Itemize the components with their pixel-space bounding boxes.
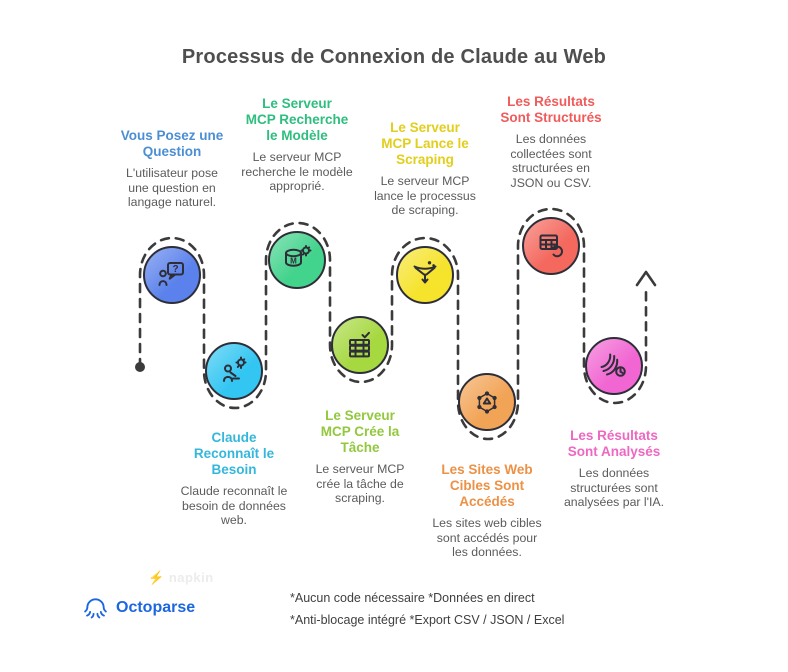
footer-note-line-2: *Anti-blocage intégré *Export CSV / JSON… [290,613,565,627]
dashed-flow-line [138,207,648,441]
step-5-circle [396,246,454,304]
flow-end-arrow-icon [635,270,657,287]
step-6-heading: Les Sites Web Cibles Sont Accédés [441,462,533,509]
step-8-circle [585,337,643,395]
person-gear-icon [223,356,247,382]
step-4-heading: Le Serveur MCP Crée la Tâche [320,408,400,455]
step-3-heading: Le Serveur MCP Recherche le Modèle [245,96,349,143]
step-1-circle: ? [143,246,201,304]
step-5-description: Le serveur MCP lance le processus de scr… [374,174,476,217]
step-6-circle [458,373,516,431]
step-6-text: Les Sites Web Cibles Sont Accédés Les si… [427,462,547,560]
step-5-heading: Le Serveur MCP Lance le Scraping [381,120,469,167]
step-3-description: Le serveur MCP recherche le modèle appro… [241,150,353,193]
page-title: Processus de Connexion de Claude au Web [181,46,607,68]
step-8-description: Les données structurées sont analysées p… [563,466,665,509]
svg-text:M: M [290,257,297,266]
database-gear-icon: M [285,245,312,267]
server-check-icon [349,331,370,358]
watermark: ⚡ napkin [148,570,214,585]
step-7-text: Les Résultats Sont Structurés Les donnée… [491,94,611,190]
step-1-text: Vous Posez une Question L'utilisateur po… [112,128,232,210]
step-2-description: Claude reconnaît le besoin de données we… [180,484,288,527]
svg-text:?: ? [172,264,178,275]
funnel-icon [413,261,437,284]
step-7-description: Les données collectées sont structurées … [510,132,592,190]
step-1-description: L'utilisateur pose une question en langa… [126,166,218,209]
step-4-text: Le Serveur MCP Crée la Tâche Le serveur … [300,408,420,506]
table-sync-icon [539,234,563,258]
step-7-heading: Les Résultats Sont Structurés [500,94,602,125]
step-3-text: Le Serveur MCP Recherche le Modèle Le se… [237,96,357,194]
spark-icon: ⚡ [148,570,165,585]
step-5-text: Le Serveur MCP Lance le Scraping Le serv… [365,120,485,218]
brain-clock-icon [600,353,626,377]
network-nodes-icon [477,391,497,414]
step-2-circle [205,342,263,400]
step-6-description: Les sites web cibles sont accédés pour l… [432,516,542,559]
step-7-circle [522,217,580,275]
flow-start-dot [135,362,145,372]
step-4-circle [331,316,389,374]
footer-notes: *Aucun code nécessaire *Données en direc… [290,587,564,631]
step-8-heading: Les Résultats Sont Analysés [567,428,661,459]
step-1-heading: Vous Posez une Question [120,128,224,159]
step-2-heading: Claude Reconnaît le Besoin [193,430,275,477]
person-question-icon: ? [158,262,184,286]
brand-name: Octoparse [116,598,196,616]
octoparse-logo[interactable]: Octoparse [82,594,195,621]
step-8-text: Les Résultats Sont Analysés Les données … [554,428,674,510]
step-2-text: Claude Reconnaît le Besoin Claude reconn… [174,430,294,528]
step-4-description: Le serveur MCP crée la tâche de scraping… [315,462,405,505]
octopus-icon [84,598,107,619]
footer-note-line-1: *Aucun code nécessaire *Données en direc… [290,591,535,605]
step-3-circle: M [268,231,326,289]
